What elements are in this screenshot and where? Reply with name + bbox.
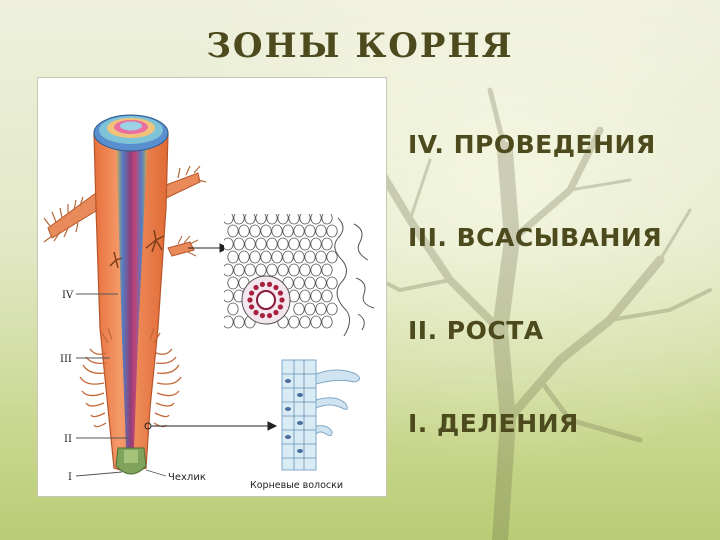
background-tree-silhouette [358, 87, 712, 540]
root-cap-label: Чехлик [168, 472, 206, 483]
zone-leader-lines [75, 293, 167, 477]
cross-section-inset [224, 214, 382, 338]
inset-arrows [144, 243, 278, 431]
root-hairs-inset [281, 359, 360, 471]
root-zones-figure: IV III II I Чехлик [37, 77, 387, 497]
root-top-section [93, 114, 169, 152]
zone-label-ii: II [64, 434, 72, 445]
root-primordia [109, 229, 165, 269]
vascular-cylinder [116, 133, 148, 448]
zone-item-absorption: III. ВСАСЫВАНИЯ [408, 223, 663, 252]
zone-label-iv: IV [62, 290, 74, 301]
root-hair-zone [79, 327, 182, 428]
slide-title: ЗОНЫ КОРНЯ [206, 26, 514, 66]
root-diagram: IV III II I Чехлик [43, 114, 382, 491]
root-hairs-label: Корневые волоски [250, 480, 343, 491]
root-cap [115, 447, 147, 475]
zone-item-division: I. ДЕЛЕНИЯ [408, 409, 579, 438]
zone-label-iii: III [60, 354, 72, 365]
zone-item-conduction: IV. ПРОВЕДЕНИЯ [408, 130, 656, 159]
zone-item-growth: II. РОСТА [408, 316, 544, 345]
zone-label-i: I [68, 472, 72, 483]
